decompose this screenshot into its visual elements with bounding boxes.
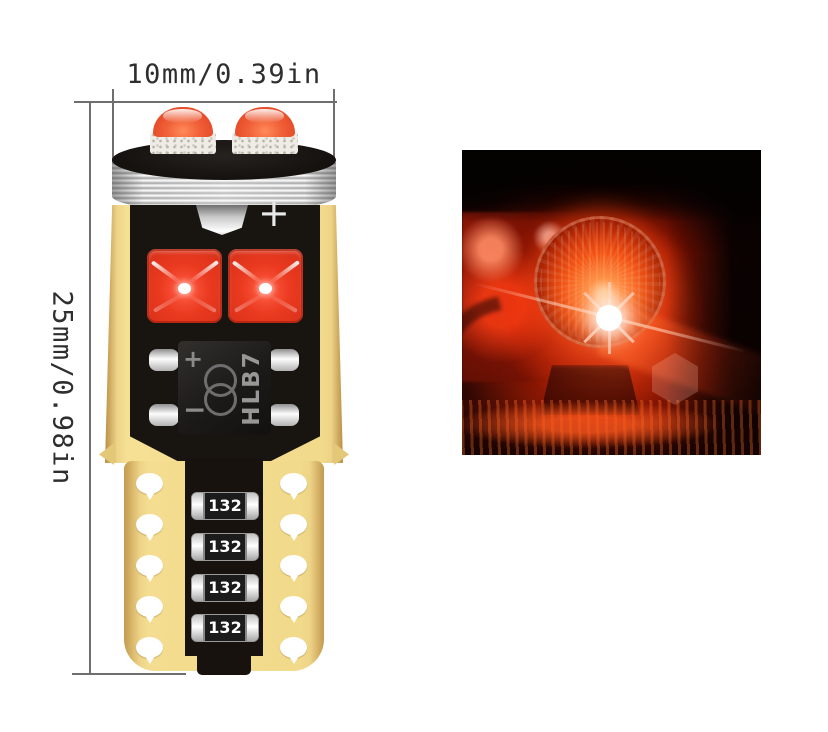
installed-led-photo [462,150,761,455]
resistor-cap [245,615,258,641]
mounting-hole [280,596,307,623]
resistor-cap [192,534,205,560]
mounting-hole [280,555,307,582]
resistor-cap [192,493,205,519]
mounting-hole [136,514,163,541]
top-led-dome-right [235,107,295,137]
chip-logo-ring-bottom [204,383,237,416]
projector-lens [534,216,666,348]
photo-layer-bottom-streaks [462,400,761,455]
chip-pin-bottom-left [149,404,179,426]
width-dimension-line [74,101,337,103]
led-highlight [150,260,181,284]
body-polarity-plus-label: + [258,191,290,235]
resistor-value-label: 132 [205,493,245,519]
led-highlight [184,292,217,314]
chip-minus-label: − [183,393,207,426]
height-dimension-label: 25mm/0.98in [46,290,78,486]
resistor-cap [245,493,258,519]
width-dimension-tick-right [333,89,335,182]
mounting-hole [280,637,307,664]
resistor: 132 [191,492,259,520]
resistor-value-label: 132 [205,615,245,641]
width-dimension-label: 10mm/0.39in [126,59,322,90]
led-highlight [152,292,185,314]
base-bottom-tab [197,650,251,675]
smd-led-left [147,249,222,323]
photo-layer-dark-top [462,150,761,222]
mounting-hole [136,596,163,623]
height-dimension-line [89,101,91,675]
resistor-cap [245,534,258,560]
resistor: 132 [191,614,259,642]
heatsink-top-cap [112,140,336,180]
led-highlight [265,292,298,314]
resistor-value-label: 132 [205,575,245,601]
mounting-hole [136,555,163,582]
led-hotspot [596,305,622,331]
mounting-hole [280,514,307,541]
chip-pin-top-left [149,349,179,371]
chip-pin-bottom-right [269,404,299,426]
top-led-base-right [232,132,298,154]
top-led-dome-left [153,107,213,137]
chip-marking-label: HLB7 [239,350,265,426]
resistor-cap [192,615,205,641]
mounting-hole [280,473,307,500]
led-highlight [231,260,262,284]
top-led-base-left [150,132,216,154]
mounting-hole [136,637,163,664]
chip-plus-label: + [183,345,204,373]
led-center-dot [177,283,191,295]
height-dimension-bottom-tick [72,673,186,675]
led-highlight [269,260,300,284]
led-center-dot [258,283,272,295]
resistor-value-label: 132 [205,534,245,560]
smd-led-right [228,249,303,323]
chip-pin-top-right [269,349,299,371]
resistor-cap [245,575,258,601]
led-highlight [188,260,219,284]
resistor: 132 [191,533,259,561]
width-dimension-tick-left [112,89,114,182]
mounting-hole [136,473,163,500]
resistor-cap [192,575,205,601]
led-highlight [233,292,266,314]
resistor: 132 [191,574,259,602]
